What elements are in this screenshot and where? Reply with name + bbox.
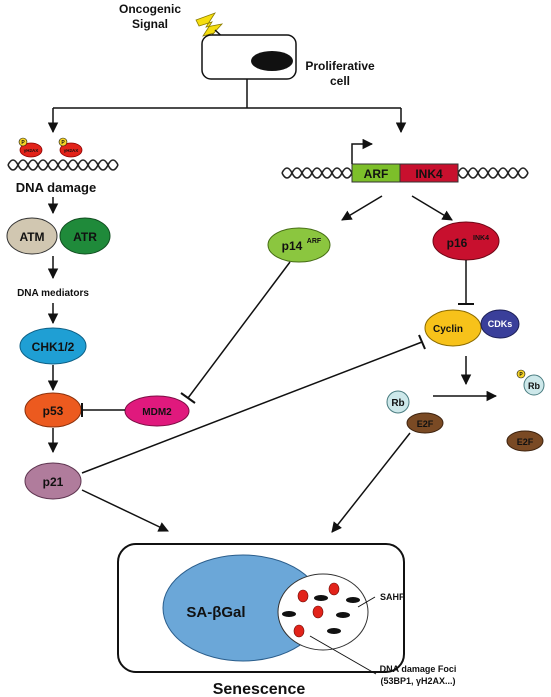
inhibit-p21-cyclin [81, 341, 423, 474]
sahf-body-3 [282, 611, 296, 617]
atm-node [6, 217, 58, 255]
inhibit-bar-cyclin [418, 334, 426, 350]
rb-label: Rb [391, 398, 404, 409]
dna-mediators-label: DNA mediators [17, 288, 89, 299]
cell-nucleus [251, 51, 293, 71]
p14-label: p14 [282, 239, 303, 253]
phospho-label-2: P [61, 140, 65, 146]
atm-label: ATM [19, 230, 44, 244]
inhibit-p14-mdm2 [187, 261, 291, 399]
sahf-body-5 [327, 628, 341, 634]
sahf-body-2 [346, 597, 360, 603]
arrow-p21-to-senescence [81, 489, 169, 532]
cdks-label: CDKs [488, 319, 513, 329]
atr-label: ATR [73, 230, 97, 244]
sahf-body-1 [314, 595, 328, 601]
phospho-icon-2 [58, 137, 68, 147]
e2f-label: E2F [417, 419, 434, 429]
dna-helix-right-strand2 [281, 167, 353, 179]
sahf-pointer [357, 596, 376, 608]
foci-label-line2: (53BP1, γH2AX...) [380, 676, 455, 686]
foci-pointer [309, 635, 377, 675]
dna-helix-right [281, 167, 353, 179]
ink4-gene-label: INK4 [415, 167, 443, 181]
h2ax-protein-1 [19, 142, 43, 158]
phospho-label-rb: P [519, 372, 523, 378]
oncogenic-signal-label-line1: Oncogenic [119, 2, 181, 16]
chk-node [19, 327, 87, 365]
rb-node [386, 390, 410, 414]
rb-free-label: Rb [528, 381, 540, 391]
dna-damage-focus-4 [293, 624, 305, 638]
p21-node [24, 462, 82, 500]
dna-damage-label: DNA damage [16, 180, 96, 195]
p21-label: p21 [43, 475, 64, 489]
rb-free-node [523, 374, 545, 396]
sahf-label: SAHF [380, 592, 405, 602]
p16-label: p16 [447, 236, 468, 250]
phospho-label-1: P [21, 140, 25, 146]
dna-helix-right-tail-strand2 [457, 167, 529, 179]
h2ax-label-2: γH2AX [64, 148, 79, 153]
phospho-icon-rb [516, 369, 526, 379]
foci-label-line1: DNA damage Foci [380, 664, 457, 674]
ink4-gene-box [399, 163, 459, 183]
arrow-e2f-to-senescence [331, 432, 411, 533]
arf-gene-label: ARF [364, 167, 389, 181]
dna-damage-focus-2 [328, 582, 340, 596]
e2f-free-node [506, 430, 544, 452]
inhibit-bar-mdm2 [180, 392, 196, 404]
e2f-node [406, 412, 444, 434]
cyclin-label: Cyclin [433, 324, 463, 335]
dna-damage-focus-3 [312, 605, 324, 619]
mdm2-label: MDM2 [142, 407, 172, 418]
proliferative-cell-label-line2: cell [330, 74, 350, 88]
proliferative-cell-label-line1: Proliferative [305, 59, 375, 73]
e2f-free-label: E2F [517, 437, 534, 447]
mdm2-node [124, 395, 190, 427]
cdks-node [480, 309, 520, 339]
dna-helix-right-tail [457, 167, 529, 179]
arrow-ink4-to-p16 [411, 195, 453, 221]
sa-bgal-label: SA-βGal [186, 604, 245, 621]
cyclin-node [424, 309, 482, 347]
p16-superscript: INK4 [473, 235, 489, 242]
transcription-start-arrow [351, 138, 374, 164]
dna-helix-left-strand2 [7, 159, 119, 171]
atr-node [59, 217, 111, 255]
p14-node [267, 227, 331, 263]
dna-helix-left [7, 159, 119, 171]
h2ax-protein-2 [59, 142, 83, 158]
sahf-body-4 [336, 612, 350, 618]
senescence-title: Senescence [213, 681, 306, 697]
phospho-icon-1 [18, 137, 28, 147]
p53-label: p53 [43, 404, 64, 418]
chk-label: CHK1/2 [32, 340, 75, 354]
dna-damage-focus-1 [297, 589, 309, 603]
p14-superscript: ARF [307, 238, 322, 245]
h2ax-label-1: γH2AX [24, 148, 39, 153]
oncogenic-signal-label-line2: Signal [132, 17, 168, 31]
arrow-arf-to-p14 [341, 195, 383, 221]
